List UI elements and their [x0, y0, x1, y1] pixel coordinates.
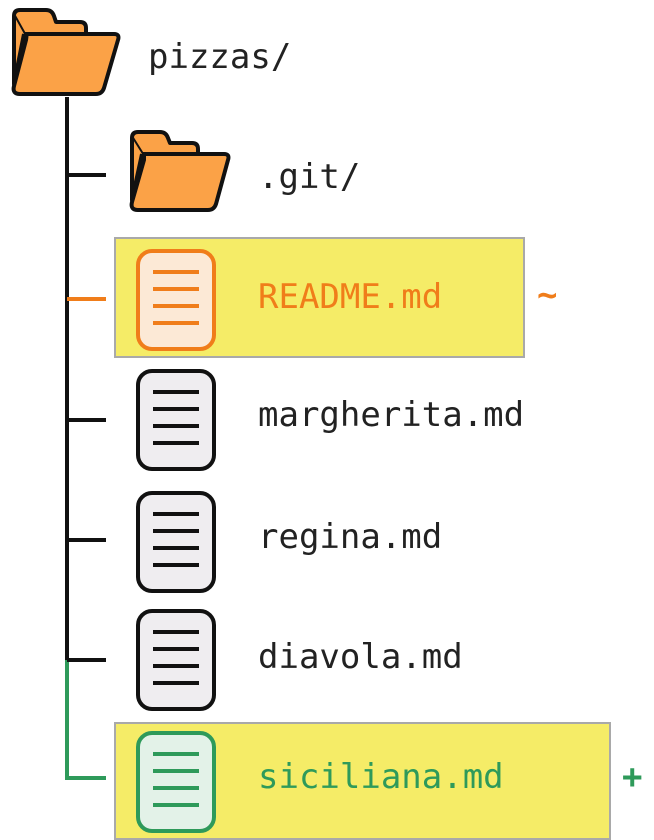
- file-icon[interactable]: [135, 730, 217, 834]
- added-marker: +: [622, 757, 643, 797]
- modified-marker: ~: [537, 275, 558, 315]
- file-label-margherita[interactable]: margherita.md: [258, 395, 525, 435]
- file-label-readme[interactable]: README.md: [258, 277, 443, 317]
- file-label-regina[interactable]: regina.md: [258, 517, 443, 557]
- folder-icon[interactable]: [4, 4, 124, 104]
- folder-label-git[interactable]: .git/: [258, 157, 361, 197]
- file-icon[interactable]: [135, 248, 217, 352]
- file-icon[interactable]: [135, 608, 217, 712]
- folder-icon[interactable]: [124, 128, 236, 214]
- root-folder-label[interactable]: pizzas/: [148, 37, 292, 77]
- file-label-diavola[interactable]: diavola.md: [258, 637, 463, 677]
- file-icon[interactable]: [135, 368, 217, 472]
- file-icon[interactable]: [135, 490, 217, 594]
- file-label-siciliana[interactable]: siciliana.md: [258, 757, 504, 797]
